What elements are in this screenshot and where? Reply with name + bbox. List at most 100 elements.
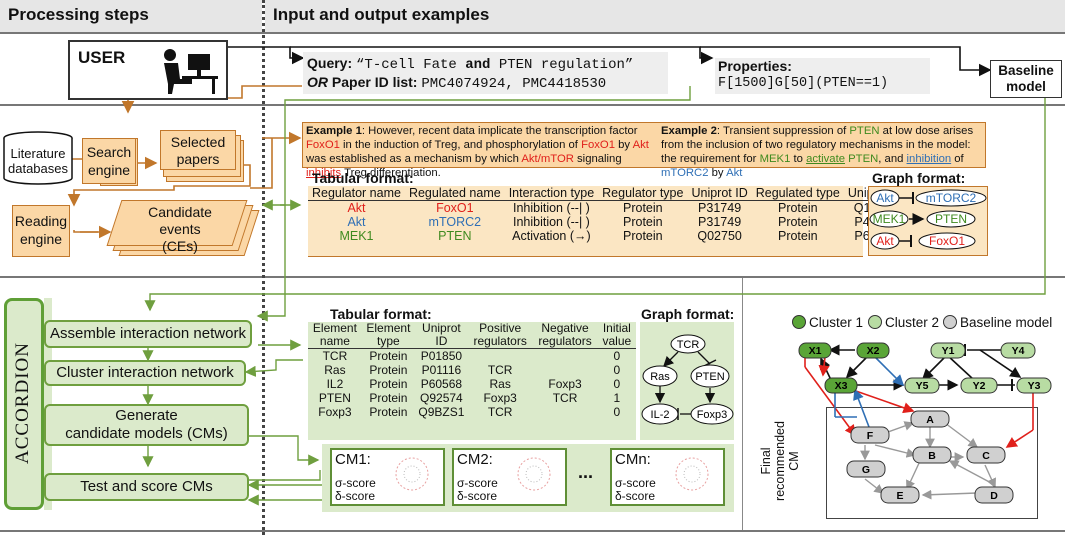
node-y3: Y3 xyxy=(1028,380,1041,392)
query-box: Query: “T-cell Fate and PTEN regulation”… xyxy=(303,52,668,94)
node-y4: Y4 xyxy=(1012,345,1025,357)
graph2-node-foxp3: Foxp3 xyxy=(697,409,728,421)
reading-engine: Reading engine xyxy=(12,205,70,257)
cm1-network-thumbnail xyxy=(395,457,429,491)
right-panel-divider xyxy=(742,278,743,530)
or-label: OR xyxy=(307,74,328,90)
paper-id-label: Paper ID list: xyxy=(331,74,418,90)
table-cell: Ras xyxy=(324,363,346,377)
legend-baseline: Baseline model xyxy=(943,315,1052,330)
table-cell: Inhibition (--| ) xyxy=(512,215,590,229)
table-cell: Akt xyxy=(347,201,366,215)
node-d: D xyxy=(990,490,998,502)
test-score-step: Test and score CMs xyxy=(44,473,249,501)
accordion-title: ACCORDION xyxy=(12,342,33,464)
example-1: Example 1: However, recent data implicat… xyxy=(306,125,649,179)
tab1-col-header: Regulated type xyxy=(751,186,844,201)
cm2-sigma: σ-score xyxy=(457,476,498,490)
tab1-col-header: Regulator type xyxy=(598,186,688,201)
table-cell: P60568 xyxy=(420,377,463,391)
graph-format-1-title: Graph format: xyxy=(872,170,966,186)
tabular-format-1-title: Tabular format: xyxy=(312,170,414,186)
baseline-swatch xyxy=(943,315,957,329)
candidate-events: Candidate events (CEs) xyxy=(148,204,212,254)
table-cell: Q9BZS1 xyxy=(418,405,465,419)
generate-label-1: Generate xyxy=(115,407,178,424)
graph1-node-foxo1: FoxO1 xyxy=(929,234,965,248)
table-cell: Protein xyxy=(777,229,818,243)
header-left: Processing steps xyxy=(0,0,262,32)
table-cell: PTEN xyxy=(438,229,472,243)
table-cell: FoxO1 xyxy=(436,201,474,215)
table-cell: Inhibition (--| ) xyxy=(512,201,590,215)
table-cell: Protein xyxy=(777,215,818,229)
node-b: B xyxy=(928,450,936,462)
cm-card-2: CM2: σ-score δ-score xyxy=(452,448,567,506)
literature-databases-label: Literature databases xyxy=(8,146,68,176)
cm-card-1: CM1: σ-score δ-score xyxy=(330,448,445,506)
graph2-node-ras: Ras xyxy=(650,371,670,383)
cm2-delta: δ-score xyxy=(457,489,498,503)
table-cell: MEK1 xyxy=(339,229,374,243)
legend-cluster2: Cluster 2 xyxy=(868,315,939,330)
table-cell: P01850 xyxy=(420,349,463,363)
table-cell: 0 xyxy=(613,363,621,377)
final-network: X1 X2 X3 Y1 Y4 Y5 Y2 Y3 A F B C G E D xyxy=(798,342,1052,504)
node-g: G xyxy=(862,464,870,476)
baseline-label-1: Baseline xyxy=(998,63,1054,78)
column-divider xyxy=(262,0,265,535)
table-cell xyxy=(532,349,597,364)
graph1-node-akt-2: Akt xyxy=(876,234,894,248)
graph2-node-pten: PTEN xyxy=(695,371,724,383)
baseline-model-box: Baseline model xyxy=(990,60,1062,98)
divider-top xyxy=(0,32,1065,34)
example-1-label: Example 1 xyxy=(306,125,362,137)
tab1-col-header: Regulator name xyxy=(308,186,405,201)
graph-2-svg: TCR Ras PTEN IL-2 Foxp3 xyxy=(641,334,734,425)
tab2-col-header: Uniprot ID xyxy=(414,322,468,349)
graph1-node-mek1: MEK1 xyxy=(873,212,906,226)
cm2-name: CM2: xyxy=(457,451,493,468)
database-icon xyxy=(3,131,73,185)
table-cell: TCR xyxy=(487,405,513,419)
table-cell: Akt xyxy=(347,215,366,229)
query-text-pre: “T-cell Fate xyxy=(356,57,466,73)
query-line: Query: “T-cell Fate and PTEN regulation” xyxy=(307,55,633,73)
divider-1 xyxy=(0,104,1065,106)
header-right: Input and output examples xyxy=(265,0,1065,32)
generate-cms-step: Generate candidate models (CMs) xyxy=(44,404,249,446)
table-cell: Protein xyxy=(623,229,663,243)
table-cell: TCR xyxy=(552,391,578,405)
table-cell: TCR xyxy=(322,349,348,363)
example-2: Example 2: Transient suppression of PTEN… xyxy=(661,125,974,179)
tab2-col-header: Positive regulators xyxy=(467,322,533,349)
table-cell: P31749 xyxy=(698,215,742,229)
table-cell xyxy=(532,363,597,377)
tab2-col-header: Negative regulators xyxy=(532,322,598,349)
cmn-network-thumbnail xyxy=(675,457,709,491)
table-cell: Protein xyxy=(369,349,408,363)
table-cell: Ras xyxy=(489,377,511,391)
graph1-node-akt: Akt xyxy=(876,191,894,205)
table-cell: mTORC2 xyxy=(428,215,482,229)
table-cell: IL2 xyxy=(326,377,344,391)
table-cell: Protein xyxy=(623,215,663,229)
cmn-delta: δ-score xyxy=(615,489,656,503)
accordion-panel xyxy=(4,298,44,510)
cmn-name: CMn: xyxy=(615,451,651,468)
node-y1: Y1 xyxy=(942,345,955,357)
table-cell: 0 xyxy=(613,349,621,363)
table-cell: Foxp3 xyxy=(483,391,517,405)
table-cell: P01116 xyxy=(421,363,462,377)
table-cell xyxy=(532,405,597,419)
node-a: A xyxy=(926,414,934,426)
cm2-network-thumbnail xyxy=(517,457,551,491)
table-cell: Protein xyxy=(623,201,663,215)
